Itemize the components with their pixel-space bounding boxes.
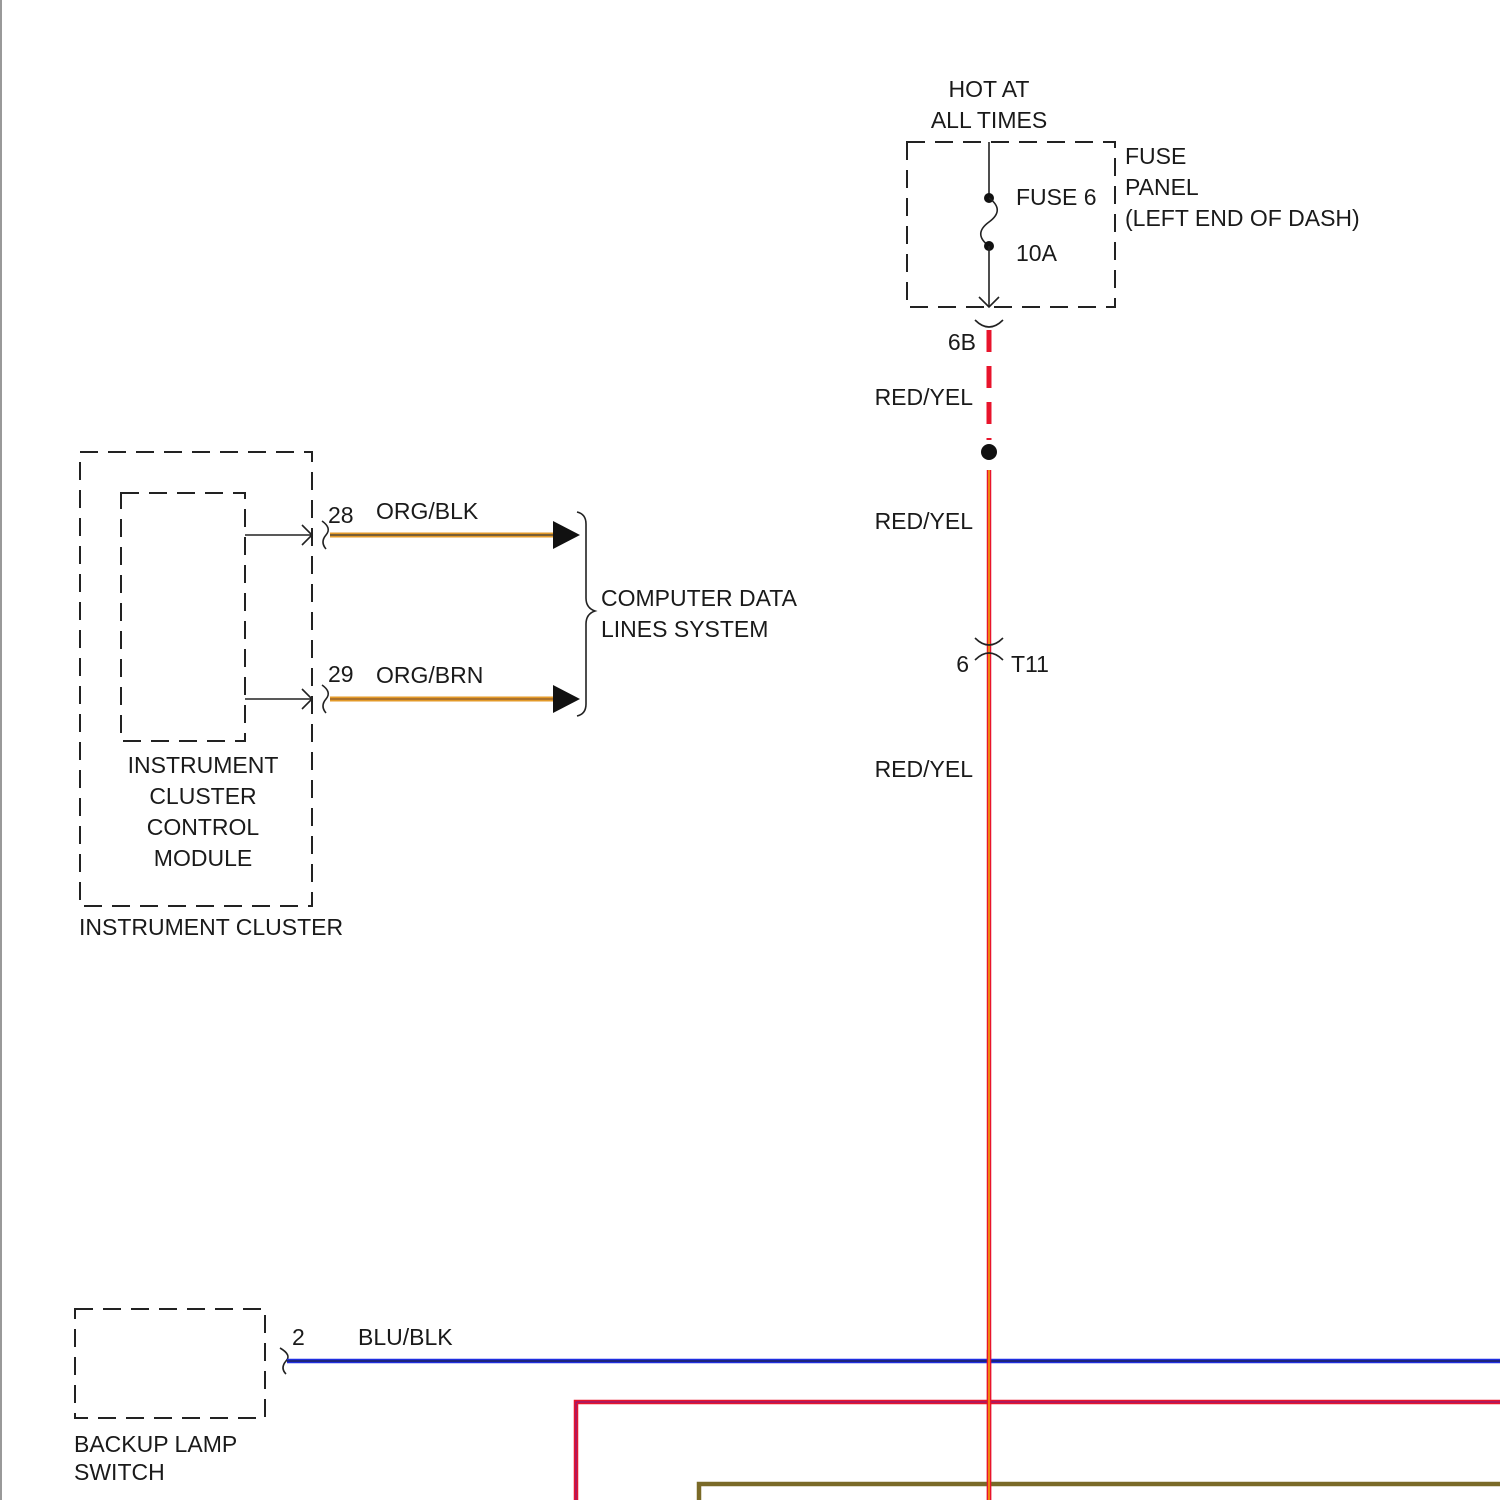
pin-29-arrow	[245, 685, 328, 713]
cluster-module-box	[121, 493, 245, 741]
connector-6b-symbol	[975, 320, 1003, 327]
fuse-name: FUSE 6	[1016, 184, 1097, 210]
fuse-panel-label-line3: (LEFT END OF DASH)	[1125, 205, 1360, 231]
splice-dot	[981, 444, 997, 460]
cluster-pin-29: 29	[328, 661, 354, 687]
fuse-symbol	[979, 142, 999, 307]
module-label-line4: MODULE	[154, 845, 252, 871]
data-lines-label-line2: LINES SYSTEM	[601, 616, 768, 642]
wire-label-blu-blk: BLU/BLK	[358, 1324, 453, 1350]
wire-label-red-yel-3: RED/YEL	[875, 756, 974, 782]
backup-lamp-switch-box	[75, 1309, 265, 1418]
fuse-panel-label-line2: PANEL	[1125, 174, 1199, 200]
cluster-pin-28: 28	[328, 502, 354, 528]
power-label-line2: ALL TIMES	[931, 107, 1047, 133]
wire-label-red-yel-2: RED/YEL	[875, 508, 974, 534]
connector-6b-pin: 6B	[948, 329, 976, 355]
module-label-line1: INSTRUMENT	[128, 752, 279, 778]
fuse-panel-box	[907, 142, 1115, 307]
wire-label-org-blk: ORG/BLK	[376, 498, 479, 524]
module-label-line2: CLUSTER	[149, 783, 256, 809]
data-lines-label-line1: COMPUTER DATA	[601, 585, 798, 611]
wire-org-brn	[330, 685, 580, 713]
fuse-panel-label-line1: FUSE	[1125, 143, 1186, 169]
data-lines-brace	[577, 512, 595, 716]
wire-label-org-brn: ORG/BRN	[376, 662, 483, 688]
backup-lamp-label-line1: BACKUP LAMP	[74, 1431, 237, 1457]
backup-pin-2: 2	[292, 1324, 305, 1350]
connector-t11-name: T11	[1011, 651, 1049, 677]
wire-olive-lower	[699, 1484, 1500, 1500]
pin-28-arrow	[245, 521, 328, 549]
module-label-line3: CONTROL	[147, 814, 260, 840]
instrument-cluster-label: INSTRUMENT CLUSTER	[79, 914, 343, 940]
fuse-rating: 10A	[1016, 240, 1058, 266]
power-label-line1: HOT AT	[949, 76, 1030, 102]
wire-label-red-yel-1: RED/YEL	[875, 384, 974, 410]
connector-t11-pin: 6	[956, 651, 969, 677]
wire-org-blk	[330, 521, 580, 549]
backup-lamp-label-line2: SWITCH	[74, 1459, 165, 1485]
backup-pin-2-connector	[280, 1348, 288, 1374]
